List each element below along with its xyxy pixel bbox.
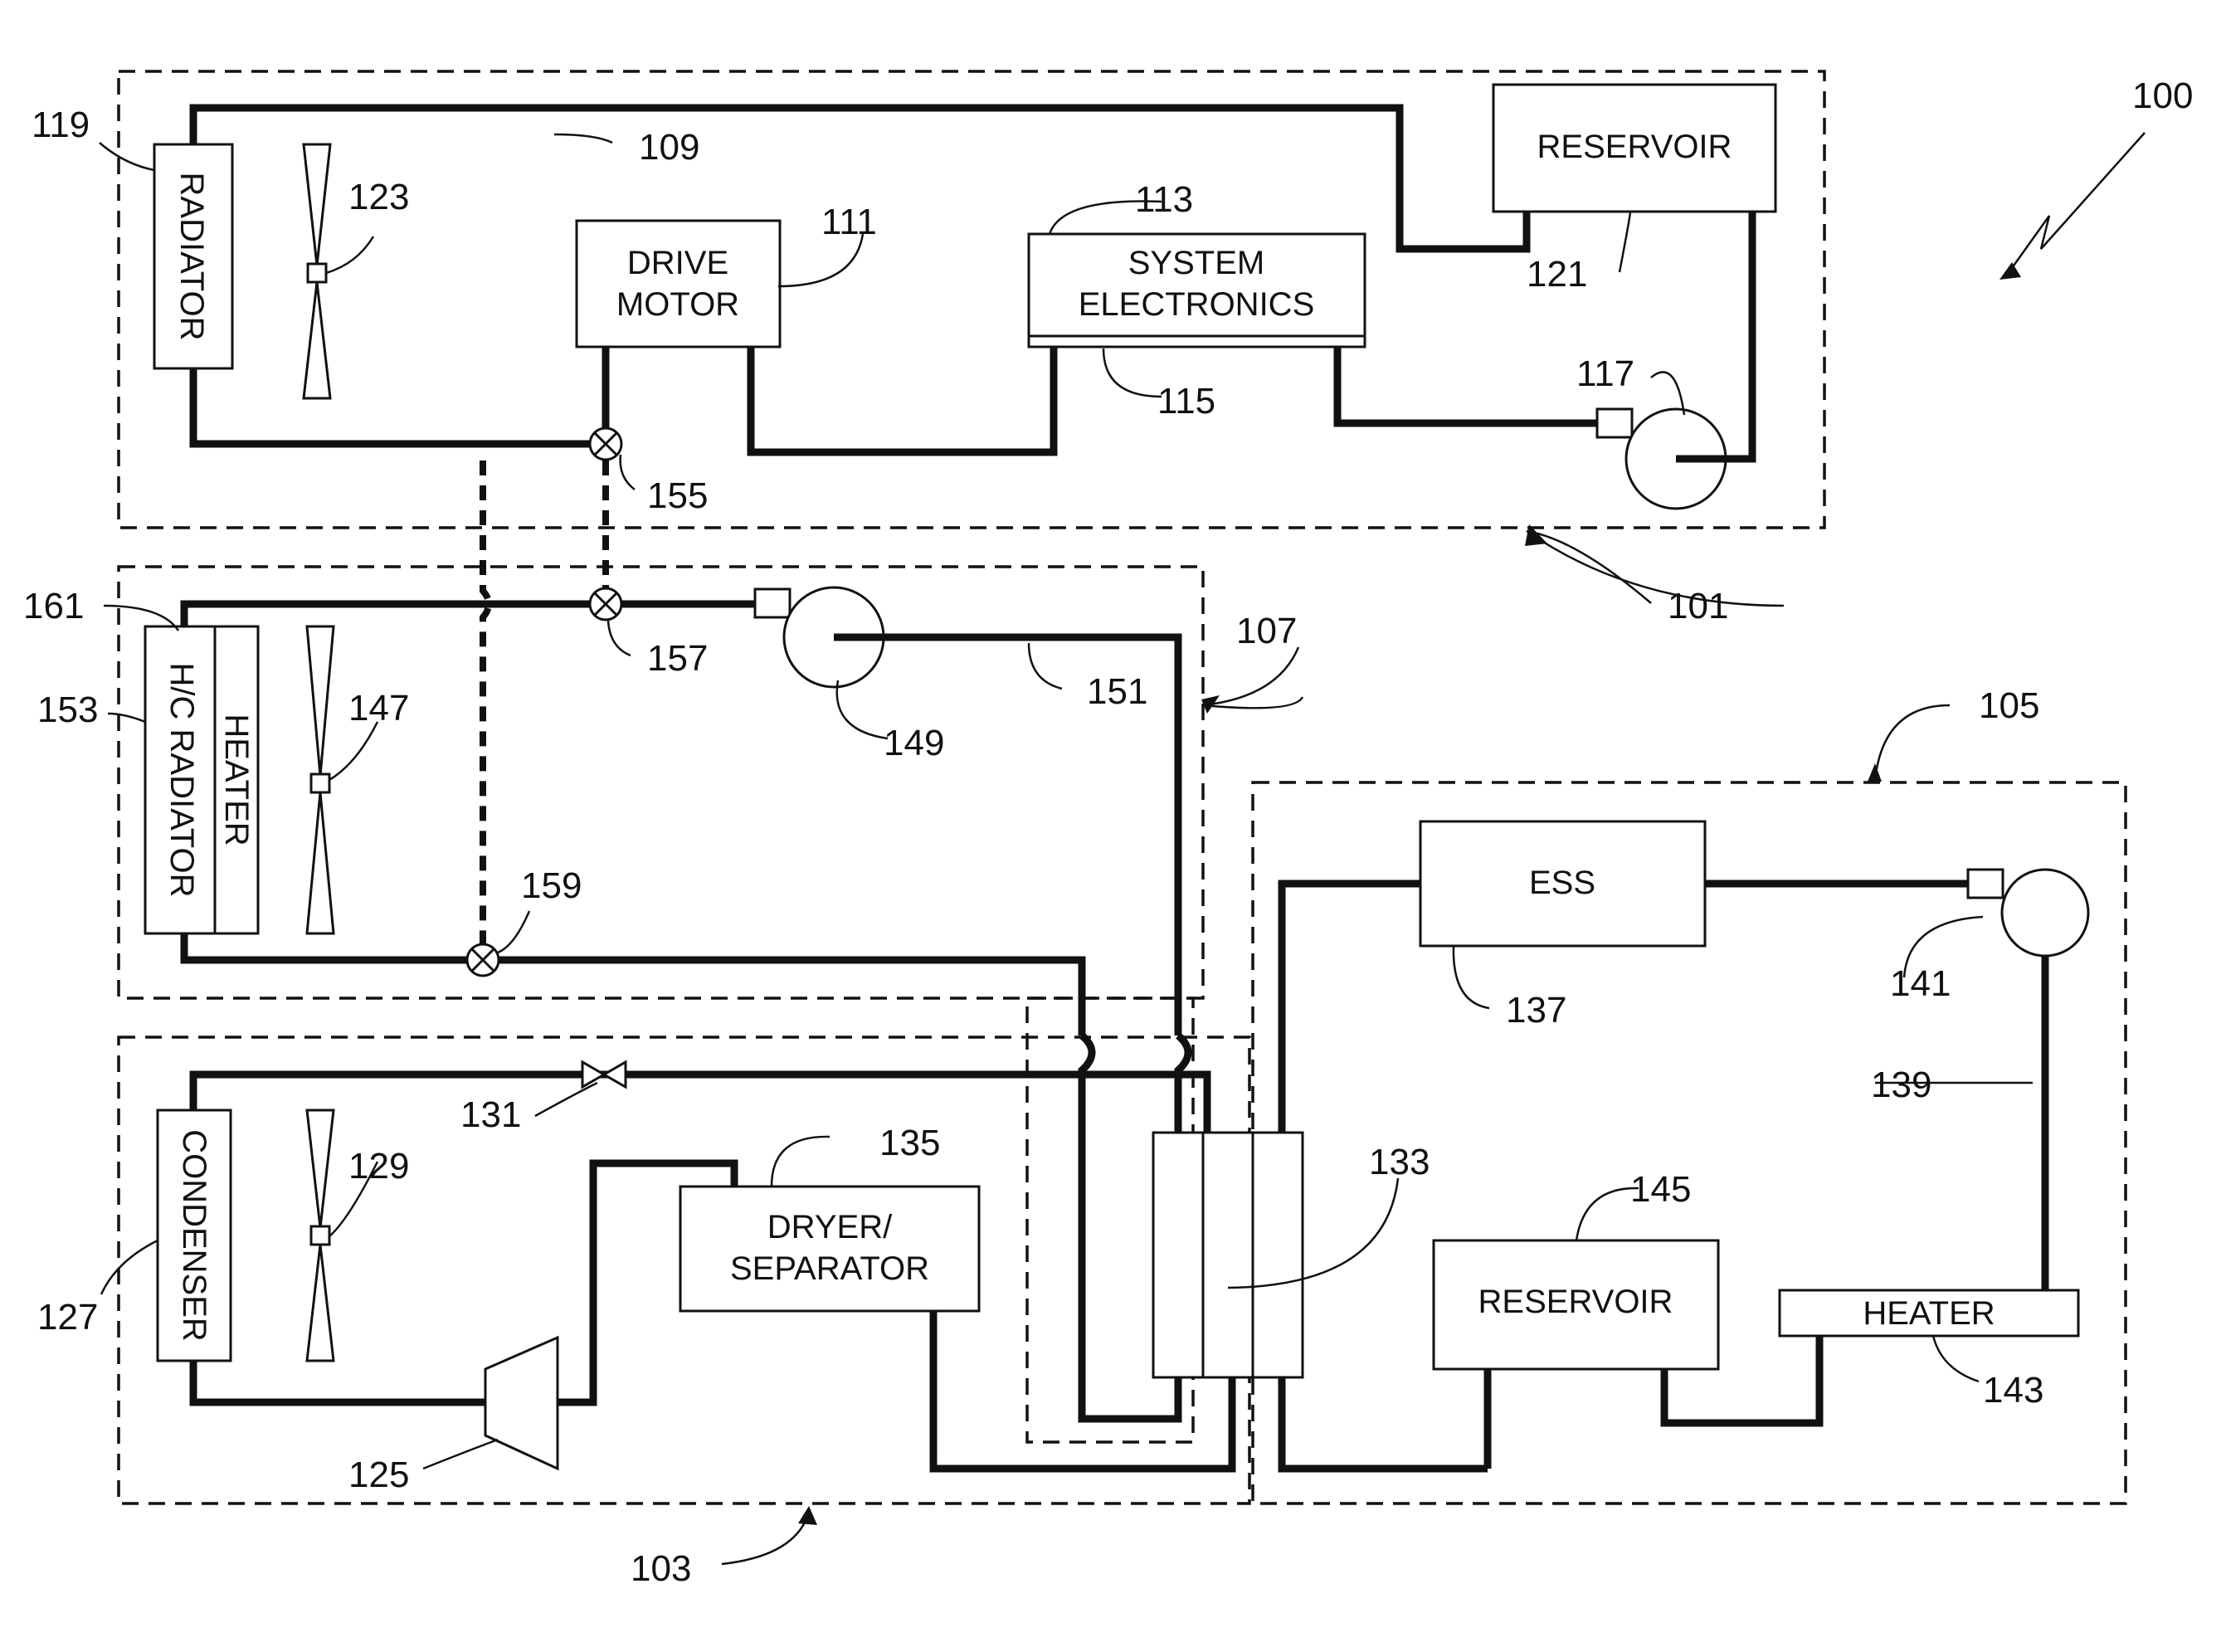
- radiator-top-label: RADIATOR: [173, 173, 210, 341]
- dryer-label-line2: SEPARATOR: [730, 1250, 929, 1287]
- valve-icon-159: [467, 944, 499, 976]
- drive-motor-box: [577, 221, 780, 347]
- ref-143: 143: [1983, 1370, 2043, 1411]
- heater-bottom-label: HEATER: [1863, 1295, 1995, 1332]
- ref-135: 135: [879, 1123, 940, 1163]
- ref-151: 151: [1087, 671, 1147, 712]
- ref-117: 117: [1576, 353, 1634, 394]
- heat-exchanger-133: [1153, 1133, 1303, 1377]
- drive-motor-label-line1: DRIVE: [627, 245, 728, 281]
- drive-motor-label-line2: MOTOR: [616, 286, 739, 323]
- ref-159: 159: [521, 865, 582, 906]
- reservoir-top-label: RESERVOIR: [1537, 129, 1732, 165]
- ref-137: 137: [1506, 990, 1566, 1031]
- ref-113: 113: [1135, 179, 1193, 220]
- fan-icon-123: [304, 144, 330, 398]
- valve-icon-157: [590, 588, 621, 620]
- ref-100: 100: [2132, 76, 2193, 116]
- ref-115: 115: [1157, 381, 1215, 422]
- ref-103: 103: [631, 1548, 691, 1589]
- dryer-label-line1: DRYER/: [767, 1209, 893, 1245]
- ref-141: 141: [1890, 963, 1951, 1004]
- ref-109: 109: [639, 127, 699, 168]
- ref-107: 107: [1236, 611, 1297, 651]
- ref-105: 105: [1979, 685, 2039, 726]
- condenser-label: CONDENSER: [176, 1129, 212, 1342]
- ref-111: 111: [821, 202, 877, 242]
- ref-119: 119: [32, 105, 90, 145]
- ref-129: 129: [348, 1146, 409, 1187]
- ref-125: 125: [348, 1455, 409, 1495]
- reservoir-bottom-label: RESERVOIR: [1478, 1284, 1673, 1320]
- ref-101: 101: [1668, 586, 1728, 626]
- ref-157: 157: [647, 638, 708, 679]
- ref-121: 121: [1527, 254, 1587, 295]
- bypass-dashed-pipe-left: [483, 461, 489, 954]
- ref-155: 155: [647, 475, 708, 516]
- ref-123: 123: [348, 177, 409, 217]
- heater-side-label: HEATER: [218, 714, 255, 845]
- ref-127: 127: [37, 1297, 98, 1338]
- ref-139: 139: [1871, 1065, 1931, 1105]
- ess-label: ESS: [1529, 865, 1595, 901]
- expansion-valve-icon-131: [582, 1062, 626, 1087]
- ref-153: 153: [37, 690, 98, 730]
- system-electronics-label-line1: SYSTEM: [1128, 245, 1264, 281]
- hc-radiator-label: H/C RADIATOR: [163, 663, 200, 898]
- valve-icon-155: [590, 428, 621, 460]
- dryer-separator-box: [680, 1187, 979, 1311]
- ref-145: 145: [1630, 1169, 1691, 1210]
- pump-icon-141: [1968, 870, 2088, 956]
- ref-131: 131: [460, 1094, 521, 1135]
- compressor-icon-125: [485, 1338, 558, 1469]
- subsystem-107-boundary: [119, 567, 1203, 998]
- ref-147: 147: [348, 688, 409, 729]
- ref-161: 161: [23, 586, 84, 626]
- ref-149: 149: [884, 723, 944, 763]
- ref-133: 133: [1369, 1142, 1430, 1182]
- system-electronics-label-line2: ELECTRONICS: [1079, 286, 1315, 323]
